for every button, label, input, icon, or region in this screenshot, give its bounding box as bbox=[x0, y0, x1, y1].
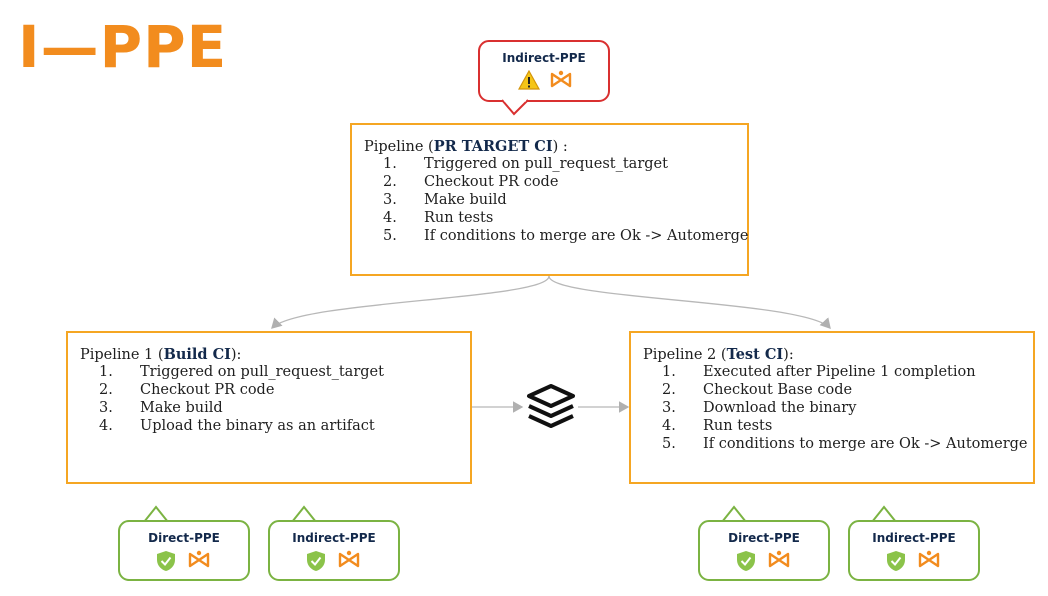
badge-label: Direct-PPE bbox=[148, 531, 220, 545]
shield-check-icon bbox=[737, 551, 755, 571]
shield-check-icon bbox=[157, 551, 175, 571]
indirect-ppe-callout: Indirect-PPE bbox=[478, 40, 610, 102]
list-number: 3. bbox=[383, 192, 397, 208]
bowtie-icon bbox=[338, 550, 360, 568]
list-number: 5. bbox=[383, 228, 397, 244]
pipeline-header: Pipeline 1 (Build CI): bbox=[80, 346, 242, 363]
list-number: 4. bbox=[99, 418, 113, 434]
pipeline-header: Pipeline (PR TARGET CI) : bbox=[364, 138, 568, 155]
bowtie-icon bbox=[550, 70, 572, 88]
badge-label: Indirect-PPE bbox=[872, 531, 956, 545]
arrow-to-pipeline2 bbox=[548, 275, 831, 329]
list-number: 4. bbox=[383, 210, 397, 226]
badge-label: Direct-PPE bbox=[728, 531, 800, 545]
pipeline-pr-target-ci: Pipeline (PR TARGET CI) : 1. Triggered o… bbox=[350, 123, 749, 276]
list-number: 2. bbox=[662, 382, 676, 398]
page-title: I—PPE bbox=[18, 13, 228, 81]
list-item: Triggered on pull_request_target bbox=[424, 156, 668, 172]
list-item: Triggered on pull_request_target bbox=[140, 364, 384, 380]
list-number: 2. bbox=[383, 174, 397, 190]
bowtie-icon bbox=[188, 550, 210, 568]
badge-label: Indirect-PPE bbox=[292, 531, 376, 545]
list-number: 1. bbox=[99, 364, 113, 380]
list-item: Make build bbox=[140, 400, 223, 416]
bowtie-icon bbox=[918, 550, 940, 568]
list-item: Run tests bbox=[424, 210, 494, 226]
list-item: Run tests bbox=[703, 418, 773, 434]
list-item: Upload the binary as an artifact bbox=[140, 418, 375, 434]
badge-label: Indirect-PPE bbox=[502, 51, 586, 65]
list-number: 4. bbox=[662, 418, 676, 434]
list-item: If conditions to merge are Ok -> Automer… bbox=[424, 228, 749, 244]
list-item: Checkout Base code bbox=[703, 382, 853, 398]
list-number: 3. bbox=[662, 400, 676, 416]
pipeline-1-build-ci: Pipeline 1 (Build CI): 1. Triggered on p… bbox=[66, 331, 472, 484]
list-number: 3. bbox=[99, 400, 113, 416]
callout-pointer bbox=[501, 99, 529, 116]
shield-check-icon bbox=[887, 551, 905, 571]
pipeline-header: Pipeline 2 (Test CI): bbox=[643, 346, 794, 363]
indirect-ppe-badge-pipeline1: Indirect-PPE bbox=[268, 520, 400, 581]
list-number: 1. bbox=[662, 364, 676, 380]
list-item: If conditions to merge are Ok -> Automer… bbox=[703, 436, 1028, 452]
list-number: 5. bbox=[662, 436, 676, 452]
bowtie-icon bbox=[768, 550, 790, 568]
list-item: Make build bbox=[424, 192, 507, 208]
list-item: Checkout PR code bbox=[140, 382, 275, 398]
shield-check-icon bbox=[307, 551, 325, 571]
indirect-ppe-badge-pipeline2: Indirect-PPE bbox=[848, 520, 980, 581]
list-number: 1. bbox=[383, 156, 397, 172]
stack-layers-icon bbox=[527, 384, 575, 428]
warning-icon bbox=[518, 70, 540, 90]
direct-ppe-badge-pipeline2: Direct-PPE bbox=[698, 520, 830, 581]
list-item: Download the binary bbox=[703, 400, 857, 416]
list-item: Executed after Pipeline 1 completion bbox=[703, 364, 976, 380]
direct-ppe-badge-pipeline1: Direct-PPE bbox=[118, 520, 250, 581]
list-number: 2. bbox=[99, 382, 113, 398]
arrow-to-pipeline1 bbox=[271, 275, 550, 329]
pipeline-2-test-ci: Pipeline 2 (Test CI): 1. Executed after … bbox=[629, 331, 1035, 484]
list-item: Checkout PR code bbox=[424, 174, 559, 190]
